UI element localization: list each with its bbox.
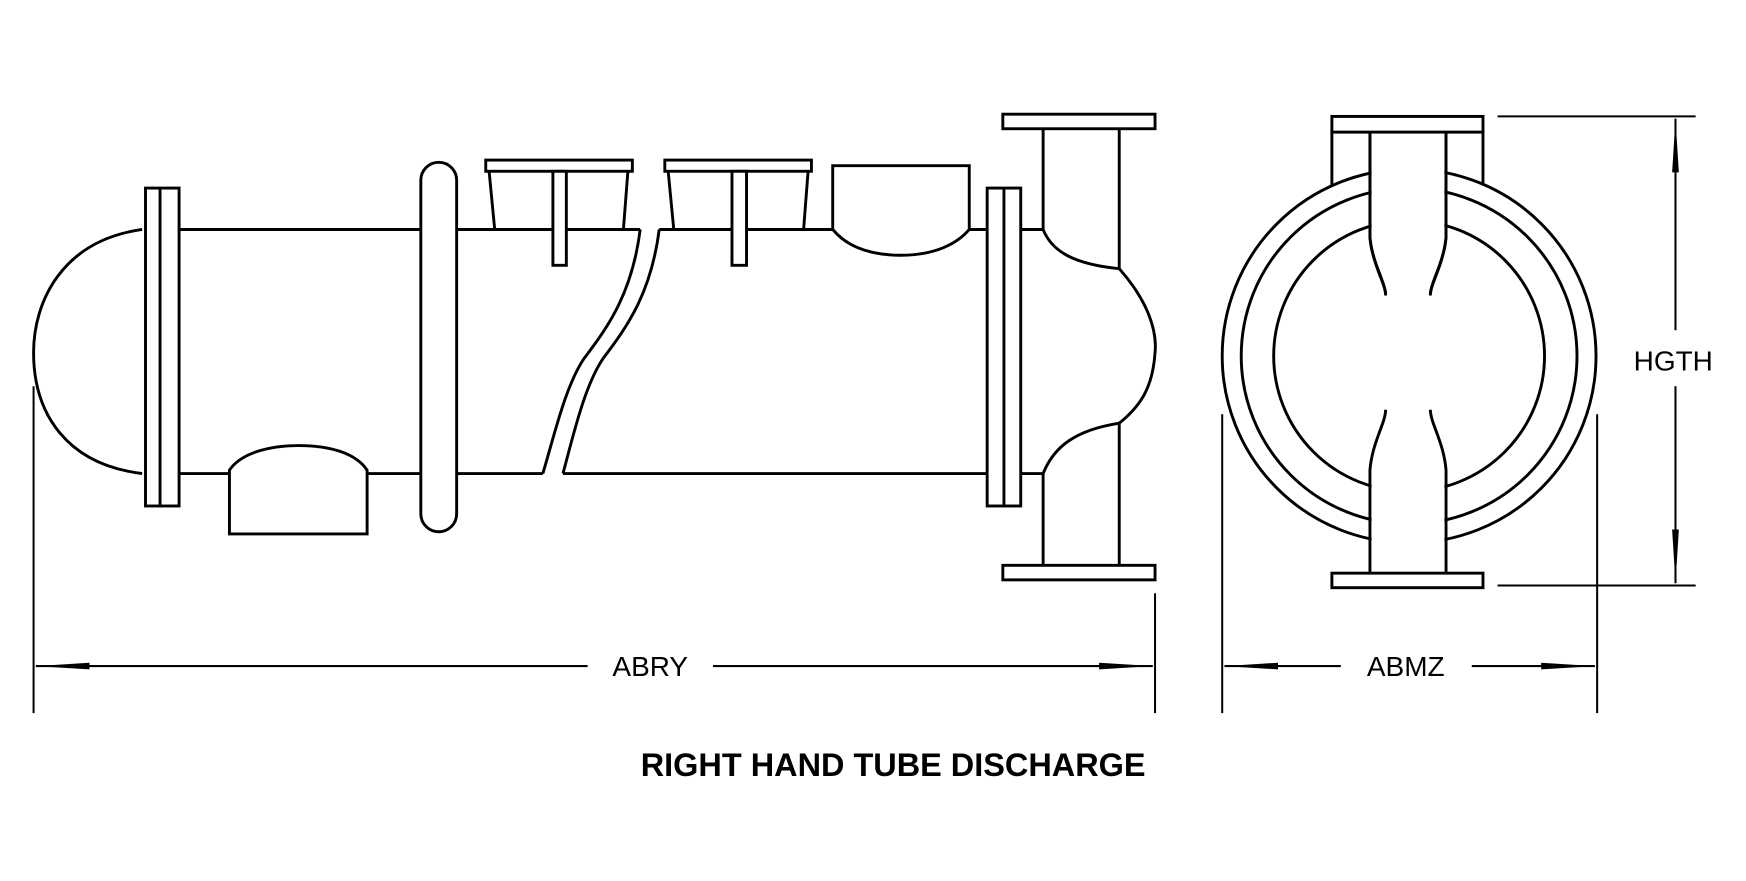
right-flange bbox=[985, 186, 1023, 508]
dimension-label-abmz: ABMZ bbox=[1367, 651, 1445, 682]
channel-head bbox=[1001, 112, 1157, 582]
top-nozzle-2 bbox=[663, 158, 813, 267]
dome-nozzle bbox=[831, 164, 971, 257]
shell-outline bbox=[179, 228, 988, 475]
end-view bbox=[1220, 114, 1598, 590]
end-top-flange bbox=[1330, 114, 1485, 134]
dimension-label-abry: ABRY bbox=[612, 651, 688, 682]
end-bottom-flange bbox=[1330, 571, 1485, 590]
dimension-abmz: ABMZ bbox=[1221, 414, 1599, 714]
top-nozzle-1 bbox=[484, 158, 634, 267]
dimension-label-hgth: HGTH bbox=[1634, 346, 1713, 377]
left-head bbox=[32, 228, 143, 475]
diagram-caption: RIGHT HAND TUBE DISCHARGE bbox=[641, 747, 1146, 783]
dimension-hgth: HGTH bbox=[1497, 115, 1713, 587]
support-band bbox=[419, 160, 459, 534]
dimension-abry: ABRY bbox=[32, 386, 1157, 714]
bottom-nozzle bbox=[227, 444, 369, 536]
top-pipe-flange bbox=[1001, 112, 1157, 131]
side-view bbox=[32, 112, 1157, 582]
left-flange bbox=[144, 186, 181, 508]
bottom-pipe-flange bbox=[1001, 563, 1157, 582]
